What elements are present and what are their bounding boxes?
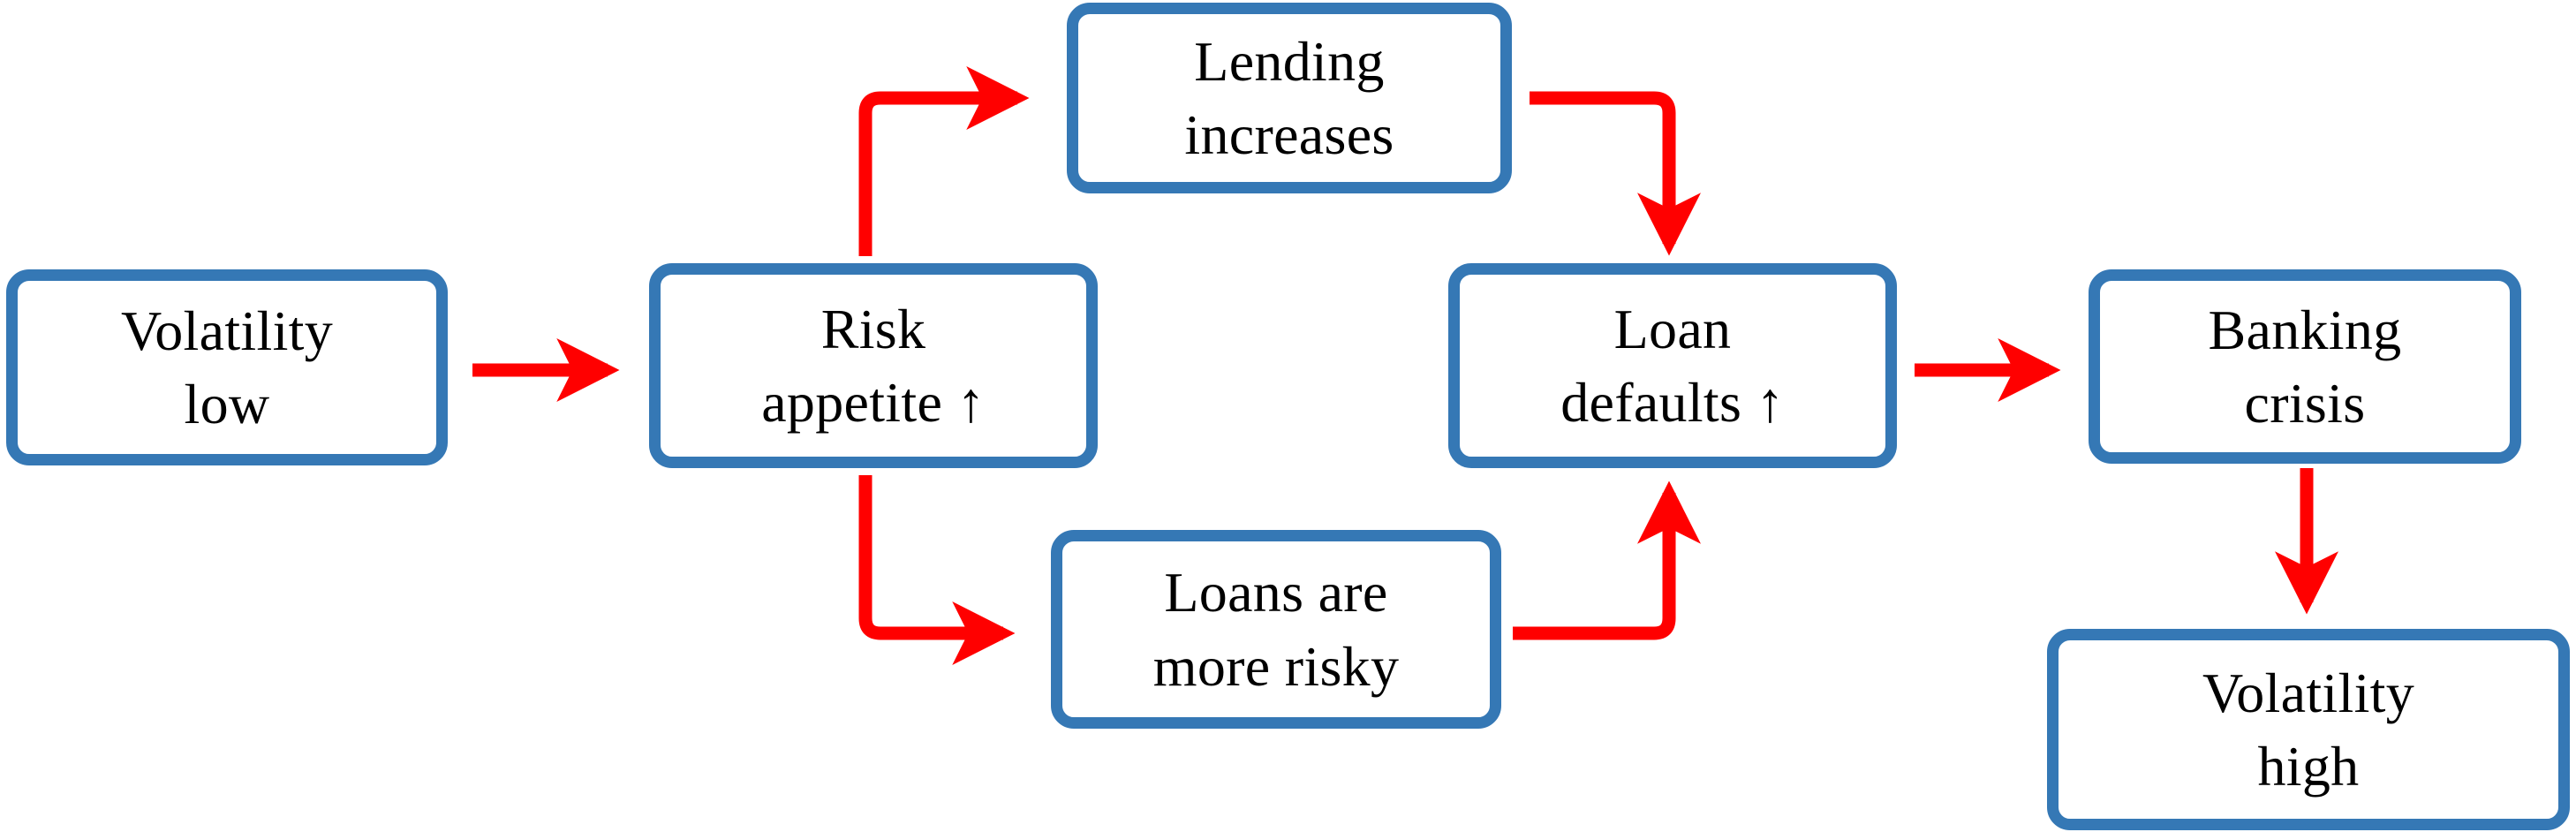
node-banking-crisis[interactable]: Banking crisis (2089, 269, 2521, 464)
node-volatility-low-label: Volatility low (120, 299, 334, 435)
node-loans-more-risky[interactable]: Loans are more risky (1051, 530, 1501, 729)
node-volatility-high[interactable]: Volatility high (2047, 629, 2570, 830)
edge-risk-appetite-to-lending-increases (858, 66, 1030, 256)
node-volatility-low[interactable]: Volatility low (6, 269, 448, 465)
edge-lending-increases-to-loan-defaults (1530, 91, 1701, 256)
node-volatility-high-label: Volatility high (2202, 661, 2415, 798)
node-lending-increases-label: Lending increases (1184, 29, 1394, 166)
node-loan-defaults-label: Loan defaults ↑ (1560, 297, 1785, 434)
node-loan-defaults[interactable]: Loan defaults ↑ (1448, 263, 1897, 468)
node-banking-crisis-label: Banking crisis (2208, 298, 2402, 435)
node-risk-appetite-label: Risk appetite ↑ (761, 297, 986, 434)
edge-risk-appetite-to-loans-more-risky (858, 475, 1016, 666)
node-loans-more-risky-label: Loans are more risky (1152, 561, 1400, 698)
edge-loans-more-risky-to-loan-defaults (1513, 480, 1702, 640)
node-lending-increases[interactable]: Lending increases (1067, 3, 1512, 193)
node-risk-appetite[interactable]: Risk appetite ↑ (649, 263, 1098, 468)
